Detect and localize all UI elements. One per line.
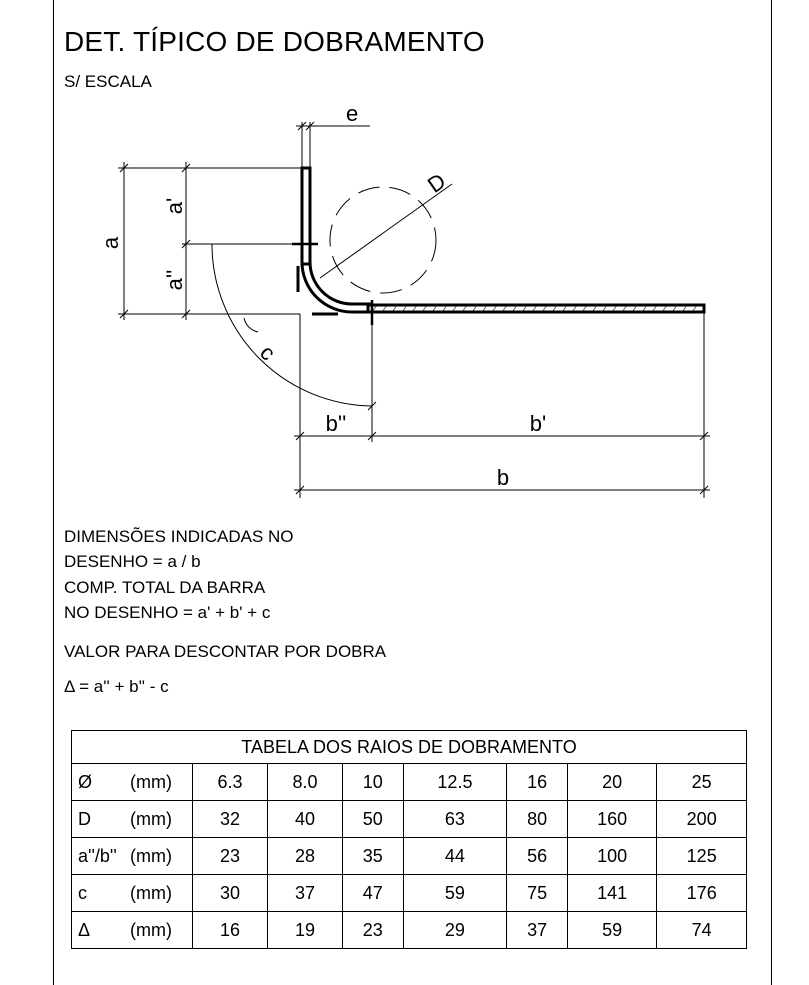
diameter-line xyxy=(319,183,453,279)
table-cell: 25 xyxy=(656,763,747,801)
table-cell: 37 xyxy=(266,874,343,912)
row-symbol: Δ xyxy=(71,911,130,949)
table-cell: 16 xyxy=(192,911,268,949)
note-line-1: DIMENSÕES INDICADAS NO xyxy=(64,527,294,546)
note-line-4: NO DESENHO = a' + b' + c xyxy=(64,603,271,622)
page-title: DET. TÍPICO DE DOBRAMENTO xyxy=(64,26,485,57)
table-cell: 16 xyxy=(506,763,568,801)
dimension-e: e xyxy=(296,101,370,168)
page-subtitle: S/ ESCALA xyxy=(64,72,152,91)
table-cell: 59 xyxy=(566,911,658,949)
table-cell: 20 xyxy=(566,763,658,801)
table-cell: 30 xyxy=(192,874,268,912)
label-b: b xyxy=(497,465,509,490)
table-cell: 63 xyxy=(402,800,508,838)
dimension-b: b xyxy=(294,465,710,491)
arc-c: c xyxy=(211,243,373,407)
row-unit: (mm) xyxy=(130,874,193,912)
table-cell: 74 xyxy=(656,911,747,949)
table-cell: 59 xyxy=(402,874,508,912)
label-b-prime: b' xyxy=(530,411,546,436)
row-symbol: a''/b'' xyxy=(71,837,130,875)
dimension-b-parts: b'' b' xyxy=(294,411,710,437)
label-a-prime: a' xyxy=(162,198,187,214)
dimension-a-parts: a' a'' xyxy=(162,162,296,320)
label-c: c xyxy=(255,340,280,365)
table-cell: 6.3 xyxy=(192,763,268,801)
table-cell: 23 xyxy=(192,837,268,875)
table-cell: 160 xyxy=(566,800,658,838)
label-b-double-prime: b'' xyxy=(326,411,347,436)
frame-right-border xyxy=(771,0,772,985)
bending-radii-table: TABELA DOS RAIOS DE DOBRAMENTO Ø (mm) 6.… xyxy=(71,730,747,949)
table-caption: TABELA DOS RAIOS DE DOBRAMENTO xyxy=(71,730,747,764)
table-row: D (mm) 32 40 50 63 80 160 200 xyxy=(71,800,747,838)
dimension-a: a xyxy=(98,162,302,320)
table-cell: 100 xyxy=(566,837,658,875)
table-row: a''/b'' (mm) 23 28 35 44 56 100 125 xyxy=(71,837,747,875)
table-cell: 32 xyxy=(192,800,268,838)
table-row: Ø (mm) 6.3 8.0 10 12.5 16 20 25 xyxy=(71,763,747,801)
frame-left-border xyxy=(53,0,54,985)
table-cell: 44 xyxy=(402,837,508,875)
note-line-5: VALOR PARA DESCONTAR POR DOBRA xyxy=(64,642,387,661)
note-line-6: Δ = a'' + b'' - c xyxy=(64,677,169,696)
row-unit: (mm) xyxy=(130,800,193,838)
bend-diameter-circle xyxy=(329,186,437,294)
table-row: Δ (mm) 16 19 23 29 37 59 74 xyxy=(71,911,747,949)
note-line-3: COMP. TOTAL DA BARRA xyxy=(64,578,266,597)
table-cell: 35 xyxy=(341,837,404,875)
row-unit: (mm) xyxy=(130,911,193,949)
row-symbol: D xyxy=(71,800,130,838)
table-cell: 80 xyxy=(506,800,568,838)
table-cell: 28 xyxy=(266,837,343,875)
label-a-double-prime: a'' xyxy=(162,270,187,291)
label-e: e xyxy=(346,101,358,126)
table-cell: 23 xyxy=(341,911,404,949)
table-caption-row: TABELA DOS RAIOS DE DOBRAMENTO xyxy=(71,730,747,764)
row-symbol: Ø xyxy=(71,763,130,801)
table-cell: 125 xyxy=(656,837,747,875)
note-line-2: DESENHO = a / b xyxy=(64,552,201,571)
table-cell: 29 xyxy=(402,911,508,949)
table-cell: 19 xyxy=(266,911,343,949)
table-cell: 37 xyxy=(506,911,568,949)
row-symbol: c xyxy=(71,874,130,912)
table-cell: 8.0 xyxy=(266,763,343,801)
bar-bend xyxy=(300,261,372,314)
label-d: D xyxy=(423,168,450,198)
table-cell: 56 xyxy=(506,837,568,875)
bar-horizontal-leg xyxy=(366,303,706,314)
table-cell: 200 xyxy=(656,800,747,838)
bar-vertical-leg xyxy=(300,166,312,266)
table-cell: 10 xyxy=(341,763,404,801)
table-cell: 12.5 xyxy=(402,763,508,801)
row-unit: (mm) xyxy=(130,837,193,875)
table-cell: 47 xyxy=(341,874,404,912)
dimension-ticks xyxy=(119,121,709,495)
table-cell: 75 xyxy=(506,874,568,912)
table-cell: 40 xyxy=(266,800,343,838)
table-row: c (mm) 30 37 47 59 75 141 176 xyxy=(71,874,747,912)
table-cell: 176 xyxy=(656,874,747,912)
table-cell: 141 xyxy=(566,874,658,912)
label-a: a xyxy=(98,236,123,249)
row-unit: (mm) xyxy=(130,763,193,801)
bending-detail-drawing: D e a a' a'' c b'' b' xyxy=(98,101,710,498)
table-cell: 50 xyxy=(341,800,404,838)
